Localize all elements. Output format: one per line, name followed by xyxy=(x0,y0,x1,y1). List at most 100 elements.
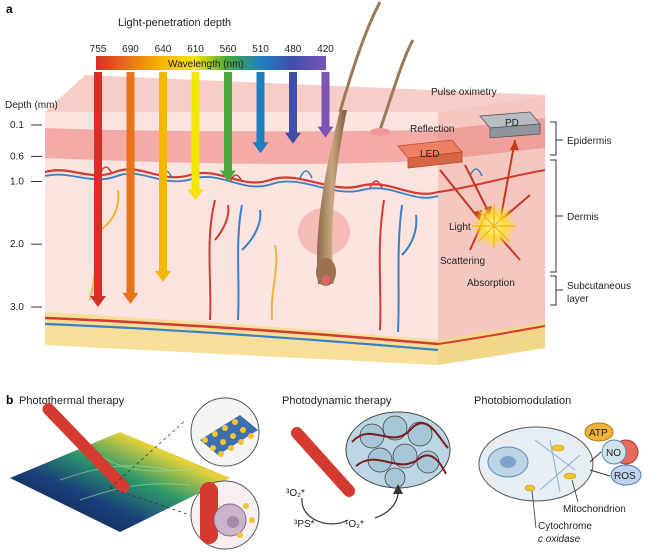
cytochrome-pointer xyxy=(531,490,537,529)
ros-arrow xyxy=(589,469,611,477)
wavelength-arrow-640 xyxy=(159,72,167,272)
wavelength-arrowhead-560 xyxy=(220,170,236,182)
epidermis-label: Epidermis xyxy=(567,136,611,147)
wavelength-arrow-480 xyxy=(289,72,297,134)
wavelength-arrow-420 xyxy=(321,72,330,128)
light-label: Light xyxy=(449,222,471,233)
ps-triplet-label: ³PS* xyxy=(294,519,315,530)
photobiomodulation-title: Photobiomodulation xyxy=(474,395,571,407)
wavelength-bar: Wavelength (nm) xyxy=(96,56,326,70)
cytochrome-label-2: c oxidase xyxy=(538,534,581,545)
wavelength-label-640: 640 xyxy=(155,44,172,55)
atp-bubble xyxy=(584,422,614,442)
cytoskeleton xyxy=(534,439,581,493)
atp-label: ATP xyxy=(589,428,608,439)
panel-a-letter: a xyxy=(6,2,13,16)
wavelength-label: Wavelength (nm) xyxy=(168,59,244,70)
depth-axis-title: Depth (mm) xyxy=(5,100,58,111)
photobiomodulation-section: Photobiomodulation ATP NO ROS Mitoc xyxy=(474,395,642,545)
wavelength-arrow-755 xyxy=(94,72,102,297)
no-label: NO xyxy=(606,448,621,459)
deep-vein xyxy=(44,322,439,352)
depth-tick-label: 2.0 xyxy=(10,239,24,250)
wavelength-spectrum-bar xyxy=(96,56,326,70)
wavelength-arrow-610 xyxy=(191,72,200,191)
side-capillary xyxy=(437,169,546,193)
wavelength-arrow-690 xyxy=(126,72,135,294)
absorption-label: Absorption xyxy=(467,278,515,289)
burst-rays xyxy=(472,204,516,248)
photothermal-section: Photothermal therapy xyxy=(10,395,260,550)
scattering-label: Scattering xyxy=(440,256,485,267)
subcutaneous-label-2: layer xyxy=(567,294,589,305)
wavelength-arrows: 755 690 640 610 560 510 480 420 xyxy=(90,44,334,307)
skin-block xyxy=(44,1,546,365)
dermal-capillary-artery xyxy=(44,168,439,195)
wavelength-arrowhead-480 xyxy=(285,132,301,144)
no-bubble xyxy=(601,439,627,465)
panel-a: a Light-penetration depth xyxy=(5,1,631,365)
o2-singlet-label: ¹O₂* xyxy=(345,519,364,530)
wavelength-arrowhead-640 xyxy=(155,270,171,282)
photodynamic-section: Photodynamic therapy ³O₂* ³PS* ¹O₂* xyxy=(282,395,451,530)
photothermal-fiber xyxy=(42,403,130,493)
depth-tick-label: 0.6 xyxy=(10,151,24,162)
zoom-fiber xyxy=(200,482,218,544)
o2-triplet-label: ³O₂* xyxy=(286,488,305,499)
panel-b-letter: b xyxy=(6,393,13,407)
wavelength-label-480: 480 xyxy=(285,44,302,55)
subcutaneous-label: Subcutaneous xyxy=(567,281,631,292)
photothermal-title: Photothermal therapy xyxy=(19,395,125,407)
wavelength-arrowhead-690 xyxy=(122,292,139,304)
wavelength-arrowhead-510 xyxy=(252,142,269,154)
pdt-arrowhead xyxy=(393,484,403,494)
wavelength-label-610: 610 xyxy=(187,44,204,55)
cell-body xyxy=(478,426,594,502)
cell-nanoparticles xyxy=(237,503,255,538)
depth-ticks: 0.1 0.6 1.0 2.0 3.0 xyxy=(10,120,42,313)
pd-sensor-side xyxy=(489,123,541,139)
photodynamic-fiber xyxy=(290,427,356,497)
wavelength-arrowhead-610 xyxy=(187,189,204,201)
led-label: LED xyxy=(420,149,439,160)
wavelength-label-560: 560 xyxy=(220,44,237,55)
penetration-depth-header: Light-penetration depth xyxy=(118,17,231,29)
depth-tick-label: 0.1 xyxy=(10,120,24,131)
target-cell-nucleus xyxy=(227,516,239,528)
wavelength-arrow-510 xyxy=(256,72,265,144)
mito-pointer xyxy=(571,479,579,503)
wavelength-arrow-560 xyxy=(224,72,232,172)
nanomaterial-lattice xyxy=(200,415,258,457)
side-deep-artery xyxy=(437,325,546,345)
no-arrow xyxy=(589,451,602,463)
pulse-oximetry-title: Pulse oximetry xyxy=(431,87,497,98)
depth-axis: Depth (mm) 0.1 0.6 1.0 2.0 3.0 xyxy=(5,100,58,313)
dermal-capillary-vein xyxy=(44,172,439,199)
photodynamic-title: Photodynamic therapy xyxy=(282,395,392,407)
led-side xyxy=(407,151,463,169)
depth-tick-label: 1.0 xyxy=(10,177,24,188)
hair-follicle xyxy=(298,1,415,286)
cytochrome-label: Cytochrome xyxy=(538,521,592,532)
subcutaneous-fat xyxy=(45,312,438,365)
ros-label: ROS xyxy=(614,471,636,482)
dermis-label: Dermis xyxy=(567,212,599,223)
panel-b: b Photothermal therapy xyxy=(6,393,642,550)
ros-bubble xyxy=(610,464,642,486)
layer-brackets xyxy=(550,121,563,306)
mitochondria xyxy=(524,444,577,492)
zoom-lines xyxy=(109,419,191,516)
wavelength-label-420: 420 xyxy=(317,44,334,55)
pdt-cycle-left xyxy=(301,497,349,525)
wavelength-arrowhead-755 xyxy=(90,296,106,307)
deep-artery xyxy=(44,316,439,346)
wavelength-label-690: 690 xyxy=(122,44,139,55)
depth-tick-label: 3.0 xyxy=(10,302,24,313)
pd-label: PD xyxy=(505,118,519,129)
tumor-cell-cluster xyxy=(345,411,451,489)
wavelength-label-510: 510 xyxy=(252,44,269,55)
wavelength-label-755: 755 xyxy=(90,44,107,55)
wavelength-arrowhead-420 xyxy=(317,126,334,138)
reflection-label: Reflection xyxy=(410,124,454,135)
